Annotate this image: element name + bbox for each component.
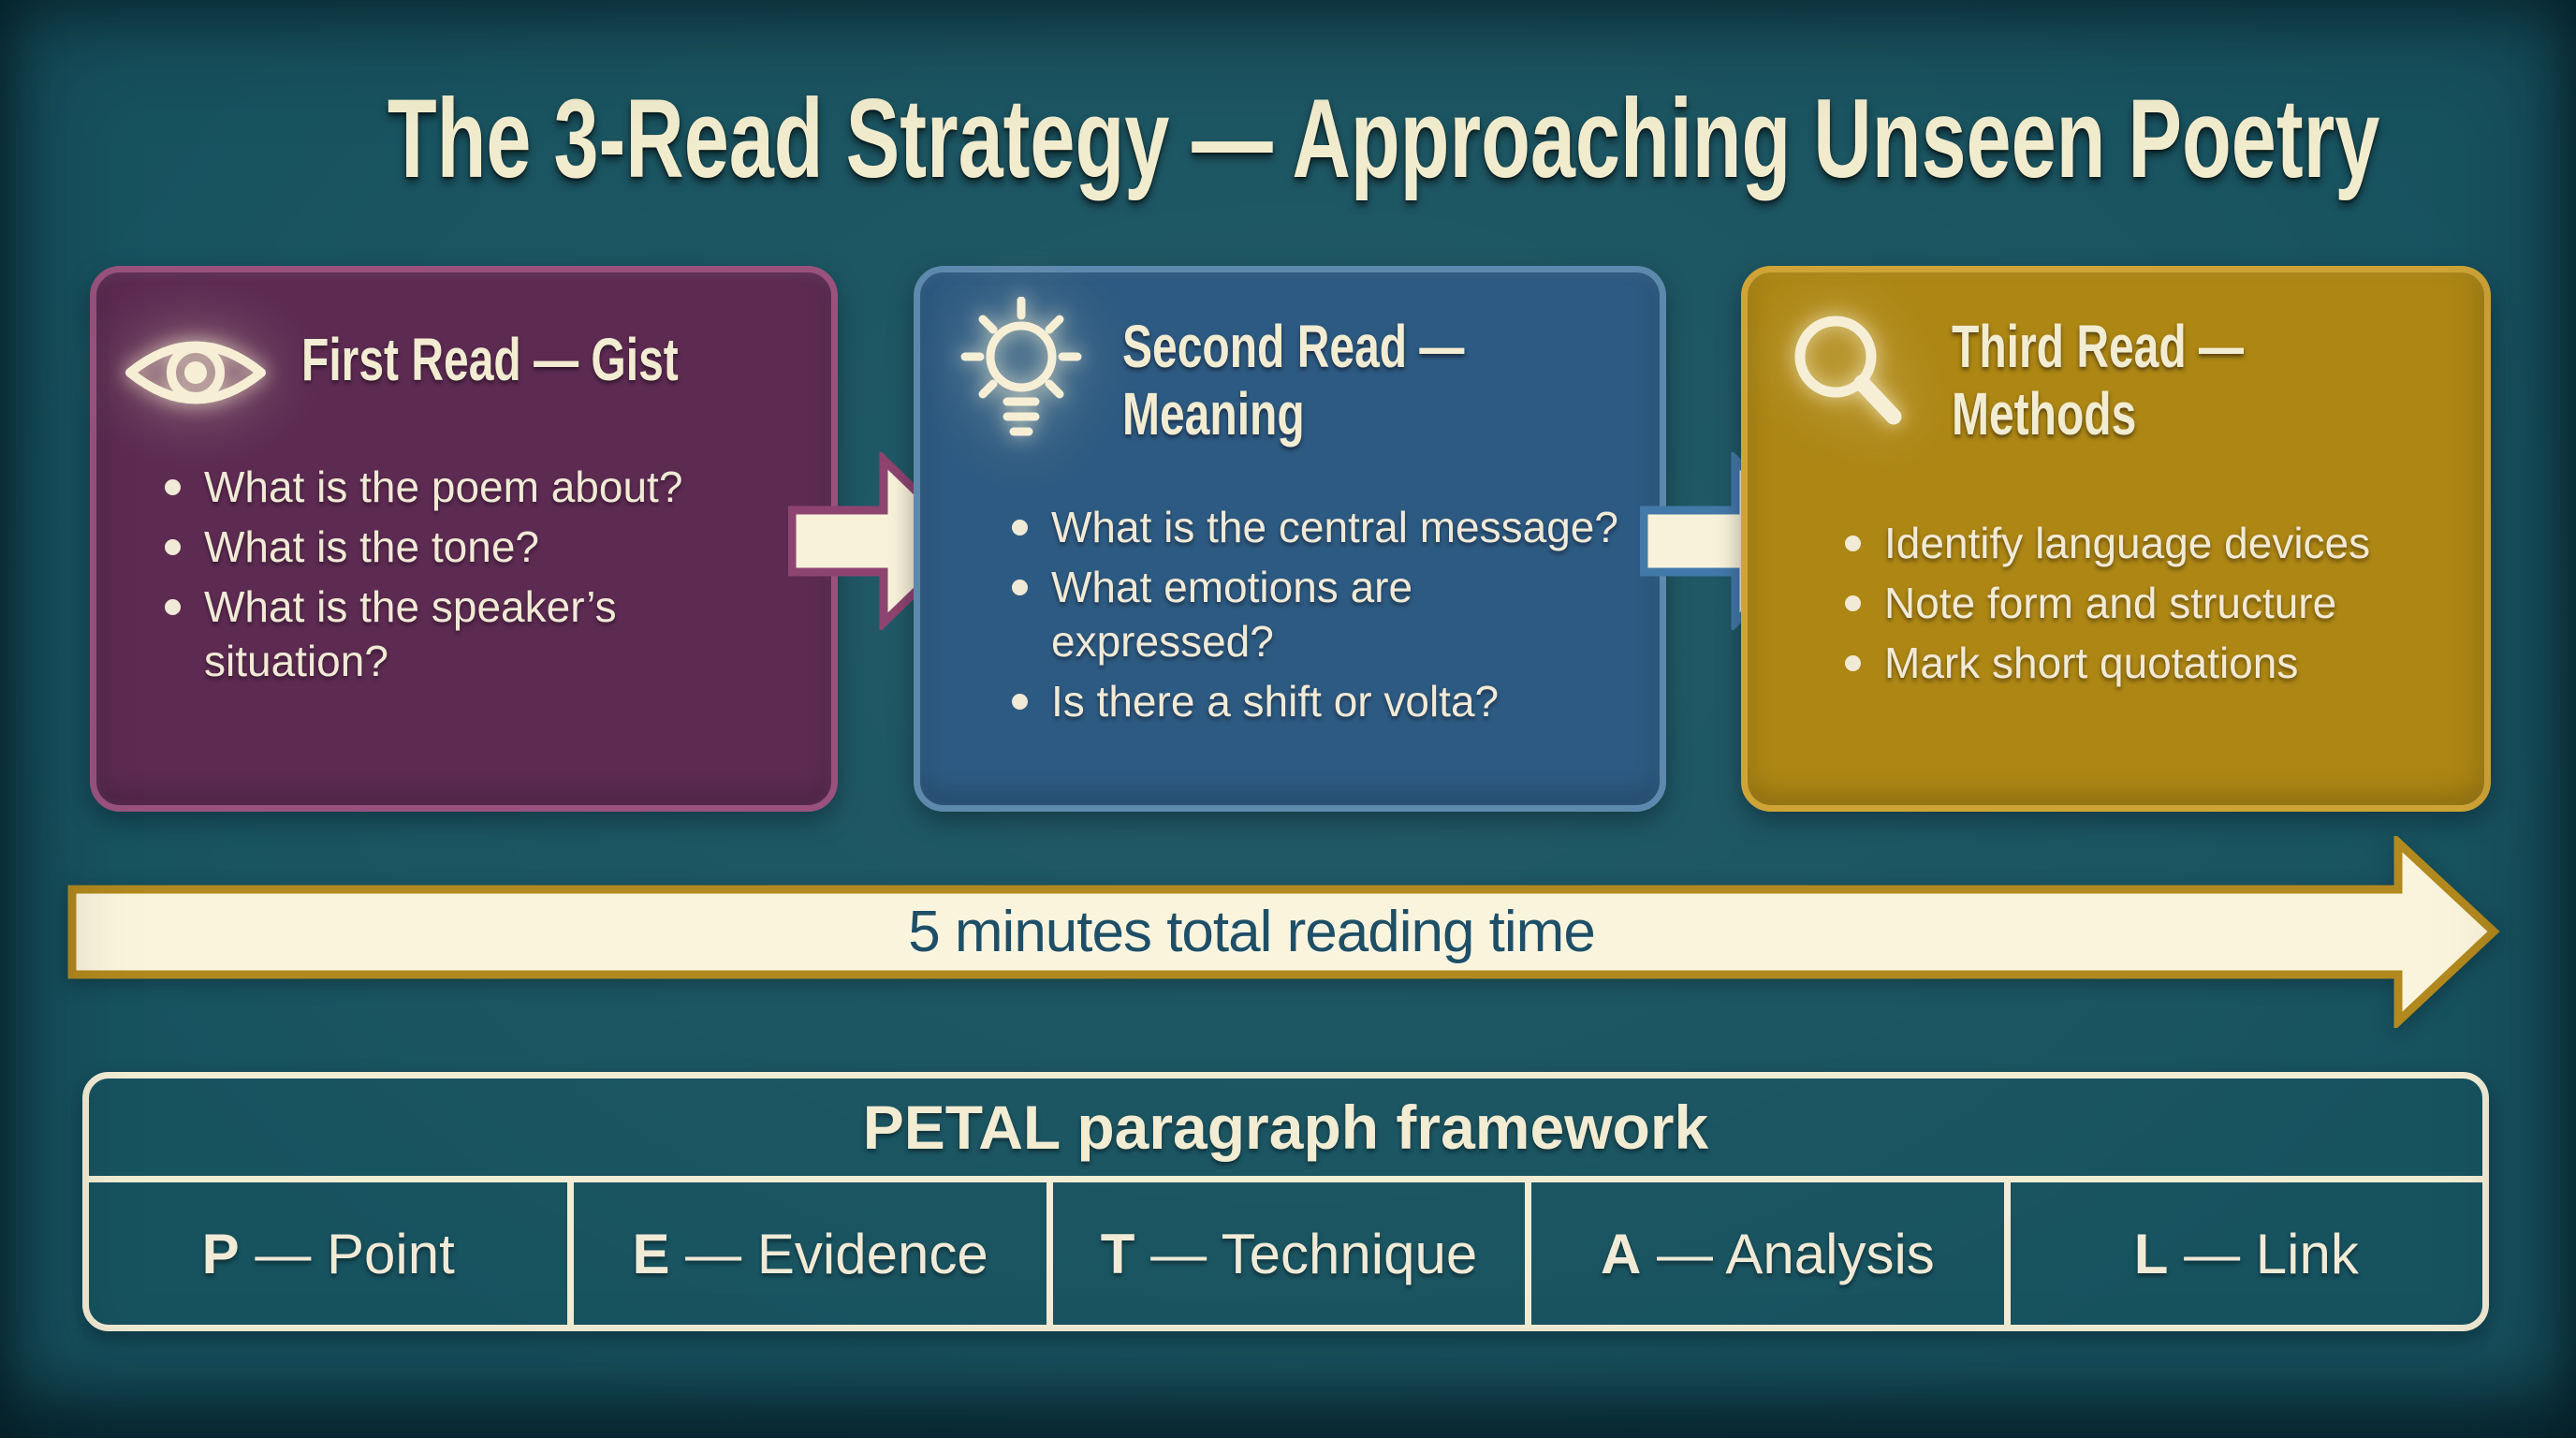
petal-letter: E xyxy=(632,1222,670,1285)
petal-word: — Analysis xyxy=(1641,1222,1935,1285)
card-second-read: Second Read — Meaning What is the centra… xyxy=(914,266,1666,812)
bullet-item: What is the poem about? xyxy=(165,460,728,514)
reading-time-banner: 5 minutes total reading time xyxy=(67,836,2501,1028)
page-title: The 3-Read Strategy — Approaching Unseen… xyxy=(387,76,2380,201)
eye-icon xyxy=(124,327,267,423)
petal-framework-table: PETAL paragraph framework P — Point E — … xyxy=(82,1072,2489,1331)
card-second-read-bullets: What is the central message? What emotio… xyxy=(1012,500,1632,734)
card-second-read-title: Second Read — Meaning xyxy=(1122,313,1465,448)
petal-cell-analysis: A — Analysis xyxy=(1525,1182,2003,1325)
petal-letter: L xyxy=(2133,1222,2169,1285)
banner-arrow-icon xyxy=(67,836,2500,1028)
bullet-item: Identify language devices xyxy=(1845,516,2370,570)
reading-time-label: 5 minutes total reading time xyxy=(908,900,1596,964)
bullet-item: What is the central message? xyxy=(1012,500,1632,554)
petal-row: P — Point E — Evidence T — Technique A —… xyxy=(89,1182,2482,1325)
bullet-item: What is the speaker’s situation? xyxy=(165,580,728,688)
petal-letter: A xyxy=(1600,1222,1642,1285)
petal-word: — Point xyxy=(239,1222,455,1285)
petal-header: PETAL paragraph framework xyxy=(89,1078,2482,1182)
petal-word: — Technique xyxy=(1134,1222,1478,1285)
card-third-read-bullets: Identify language devices Note form and … xyxy=(1845,516,2370,696)
card-first-read-bullets: What is the poem about? What is the tone… xyxy=(165,460,728,694)
petal-cell-point: P — Point xyxy=(89,1182,567,1325)
bullet-item: What is the tone? xyxy=(165,520,728,574)
card-third-read-title: Third Read — Methods xyxy=(1952,313,2245,448)
bullet-item: Note form and structure xyxy=(1845,576,2370,630)
card-first-read-title: First Read — Gist xyxy=(301,326,679,393)
petal-word: — Evidence xyxy=(669,1222,988,1285)
magnifier-icon xyxy=(1789,310,1903,433)
petal-letter: T xyxy=(1100,1222,1135,1285)
bullet-item: What emotions are expressed? xyxy=(1012,560,1632,668)
card-third-read: Third Read — Methods Identify language d… xyxy=(1741,266,2491,812)
petal-letter: P xyxy=(201,1222,240,1285)
card-first-read: First Read — Gist What is the poem about… xyxy=(90,266,838,812)
lightbulb-icon xyxy=(959,296,1083,449)
petal-cell-link: L — Link xyxy=(2003,1182,2482,1325)
petal-word: — Link xyxy=(2168,1222,2359,1285)
petal-cell-evidence: E — Evidence xyxy=(567,1182,1046,1325)
petal-cell-technique: T — Technique xyxy=(1046,1182,1525,1325)
bullet-item: Mark short quotations xyxy=(1845,636,2370,690)
bullet-item: Is there a shift or volta? xyxy=(1012,674,1632,728)
